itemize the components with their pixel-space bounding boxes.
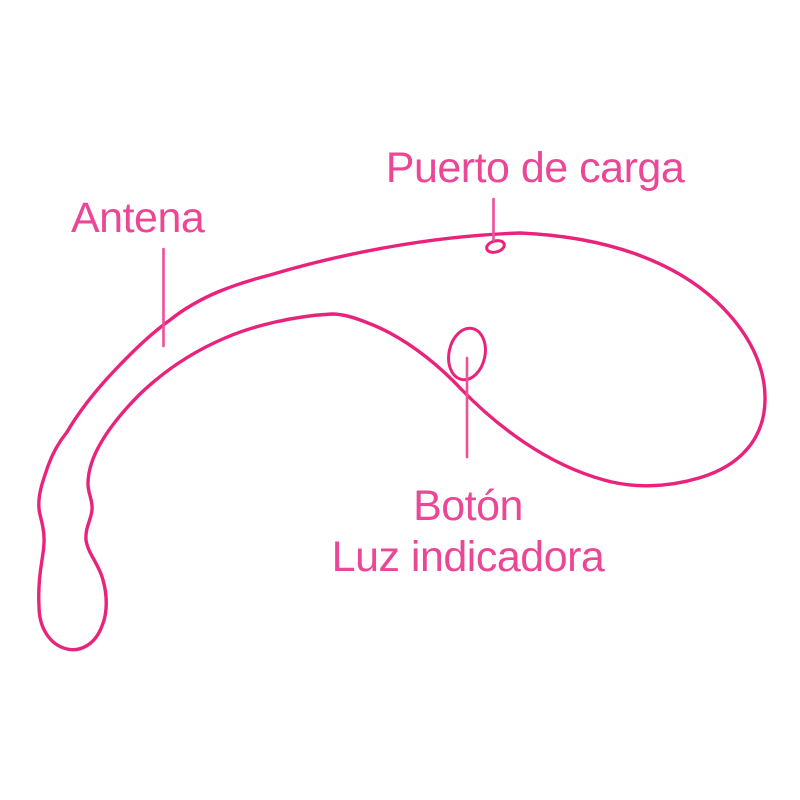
button-indicator-marker bbox=[447, 326, 487, 382]
charging-port-marker bbox=[485, 239, 506, 254]
label-indicator-light: Luz indicadora bbox=[331, 533, 605, 581]
device-outline bbox=[37, 231, 767, 652]
label-button: Botón bbox=[413, 482, 523, 530]
label-charging-port: Puerto de carga bbox=[385, 144, 685, 192]
label-antenna: Antena bbox=[71, 194, 205, 242]
